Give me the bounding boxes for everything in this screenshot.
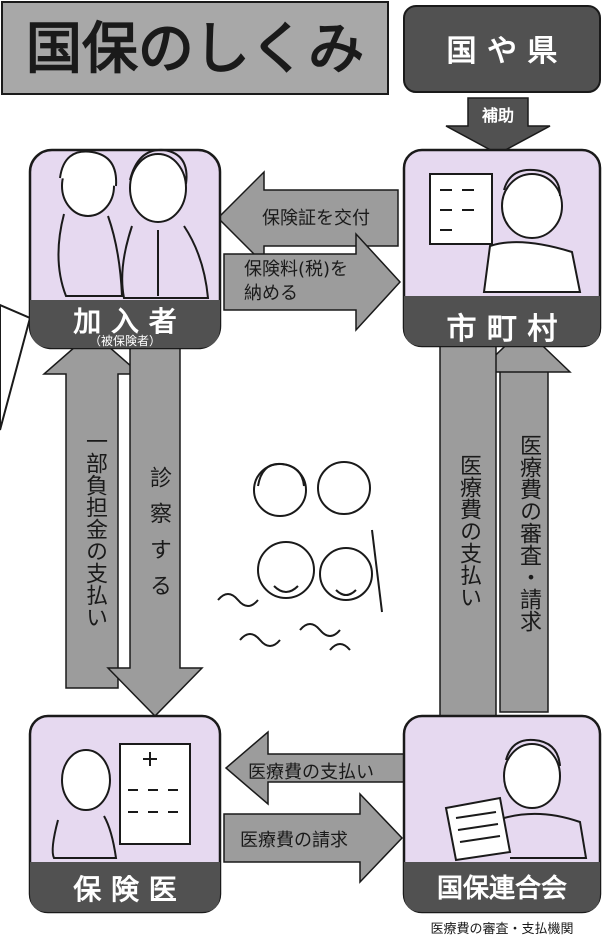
examine-arrow	[106, 339, 204, 718]
municipality-label: 市 町 村	[446, 312, 558, 347]
copay-arrow	[42, 331, 142, 689]
federation-label-band	[404, 862, 600, 912]
examine-label: 診察する	[146, 466, 171, 610]
subsidy-arrow	[445, 97, 551, 155]
offscreen-box	[0, 303, 32, 431]
members-label-band	[30, 300, 220, 348]
doctor-label: 保 険 医	[73, 873, 177, 906]
federation-illustration	[444, 738, 588, 862]
review-request-arrow	[476, 326, 572, 713]
federation-label: 国保連合会	[436, 874, 567, 904]
federation-sublabel: 医療費の審査・支払機関	[430, 922, 574, 937]
members-label: 加 入 者	[73, 305, 177, 338]
bill-request-label: 医療費の請求	[240, 830, 348, 851]
issue-card-label: 保険証を交付	[262, 208, 370, 229]
bill-request-arrow	[223, 792, 404, 884]
municipality-label-band	[404, 296, 600, 346]
federation-pays-label: 医療費の支払い	[248, 762, 374, 783]
page-title: 国保のしくみ	[25, 17, 365, 82]
members-illustration	[57, 148, 210, 299]
doctor-illustration	[51, 743, 191, 859]
pay-premium-arrow	[223, 232, 402, 332]
subsidy-label: 補助	[481, 106, 514, 125]
government-box	[403, 5, 601, 93]
family-illustration	[217, 461, 383, 651]
municipality-illustration	[429, 168, 582, 293]
pay-premium-label: 保険料(税)を 納める	[244, 259, 349, 304]
municipality-pays-label: 医療費の支払い	[456, 454, 481, 608]
members-sublabel: （被保険者）	[88, 334, 161, 348]
title-box	[1, 1, 389, 95]
doctor-label-band	[30, 862, 220, 912]
government-label: 国 や 県	[446, 34, 558, 69]
copay-label: 一部負担金の支払い	[82, 430, 107, 628]
issue-card-arrow	[216, 170, 399, 266]
review-request-label: 医療費の審査・請求	[516, 434, 541, 632]
